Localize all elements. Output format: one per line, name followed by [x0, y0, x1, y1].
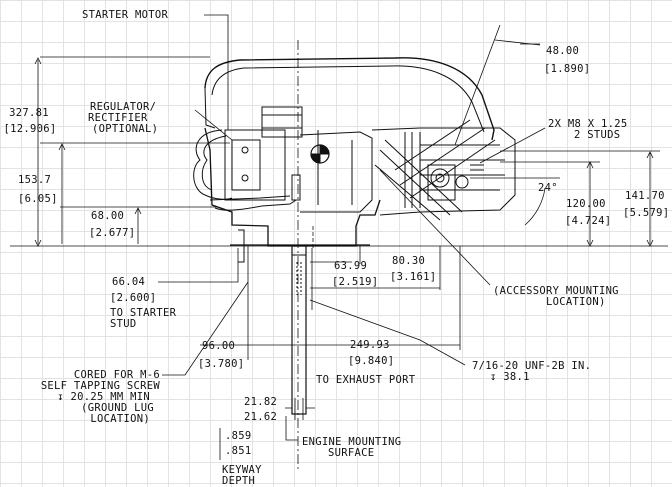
- label-keyway-1: KEYWAY: [222, 464, 262, 476]
- label-cored-4: (GROUND LUG: [81, 402, 154, 414]
- label-angle: 24°: [538, 182, 558, 194]
- label-dim-141-in: [5.579]: [623, 207, 670, 219]
- label-regulator-2: RECTIFIER: [88, 112, 148, 124]
- label-dim-68-mm: 68.00: [91, 210, 125, 222]
- label-height-total-mm: 327.81: [9, 107, 49, 119]
- label-keyway-in-2: .851: [225, 445, 252, 457]
- label-to-exhaust: TO EXHAUST PORT: [316, 374, 416, 386]
- label-regulator-3: (OPTIONAL): [92, 123, 159, 135]
- label-dim-120-mm: 120.00: [566, 198, 606, 210]
- label-dim-63-mm: 63.99: [334, 260, 368, 272]
- label-cored-2: SELF TAPPING SCREW: [40, 380, 160, 392]
- label-dim-249-mm: 249.93: [350, 339, 390, 351]
- label-dim-48-in: [1.890]: [544, 63, 591, 75]
- label-accessory-1: (ACCESSORY MOUNTING: [493, 285, 619, 297]
- regulator-box: [224, 129, 286, 201]
- label-dim-249-in: [9.840]: [348, 355, 395, 367]
- label-studs-1: 2X M8 X 1.25: [548, 118, 628, 130]
- cylinder-head: [371, 127, 516, 216]
- label-dim-21-62: 21.62: [244, 411, 278, 423]
- label-keyway-in-1: .859: [225, 430, 252, 442]
- label-starter-motor: STARTER MOTOR: [82, 9, 169, 21]
- label-dim-96-mm: 96.00: [202, 340, 236, 352]
- label-dim-21-82: 21.82: [244, 396, 278, 408]
- label-cored-3: ↧ 20.25 MM MIN: [57, 391, 150, 403]
- label-cored-5: LOCATION): [90, 413, 150, 425]
- label-dim-66-mm: 66.04: [112, 276, 146, 288]
- label-height-total-in: [12.906]: [3, 123, 57, 135]
- label-thread-2: ↧ 38.1: [490, 371, 530, 383]
- shroud-inner-line: [211, 65, 485, 133]
- label-engine-mount-2: SURFACE: [328, 447, 375, 459]
- label-studs-2: 2 STUDS: [574, 129, 621, 141]
- label-keyway-2: DEPTH: [222, 475, 256, 487]
- label-dim-80-in: [3.161]: [390, 271, 437, 283]
- label-dim-141-mm: 141.70: [625, 190, 665, 202]
- label-dim-80-mm: 80.30: [392, 255, 426, 267]
- engine-shroud: [204, 57, 495, 141]
- label-dim-153-mm: 153.7: [18, 174, 52, 186]
- label-dim-153-in: [6.05]: [18, 193, 58, 205]
- label-dim-96-in: [3.780]: [198, 358, 245, 370]
- label-to-starter-1: TO STARTER: [110, 307, 177, 319]
- label-cored-1: CORED FOR M-6: [73, 369, 160, 381]
- crankshaft: [291, 245, 307, 415]
- label-dim-68-in: [2.677]: [89, 227, 136, 239]
- engine-block: [204, 127, 381, 247]
- label-regulator-1: REGULATOR/: [90, 101, 157, 113]
- label-thread-1: 7/16-20 UNF-2B IN.: [472, 360, 592, 372]
- label-accessory-2: LOCATION): [546, 296, 606, 308]
- label-dim-66-in: [2.600]: [110, 292, 157, 304]
- label-to-starter-2: STUD: [110, 318, 137, 330]
- label-dim-48-mm: 48.00: [546, 45, 580, 57]
- label-dim-120-in: [4.724]: [565, 215, 612, 227]
- starter-motor-body: [261, 106, 303, 138]
- label-dim-63-in: [2.519]: [332, 276, 379, 288]
- label-engine-mount-1: ENGINE MOUNTING: [302, 436, 402, 448]
